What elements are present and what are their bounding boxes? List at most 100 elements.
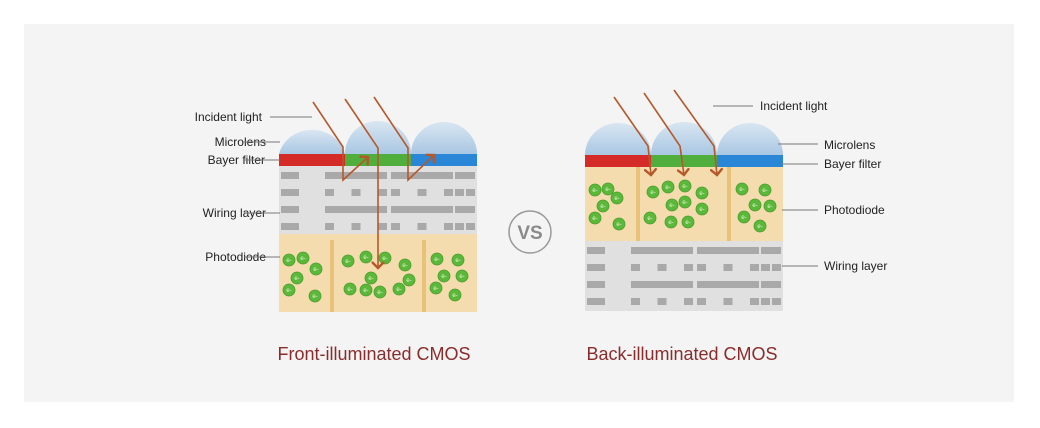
electron-icon: e- <box>398 258 412 272</box>
vs-circle <box>508 210 552 254</box>
svg-text:e-: e- <box>592 188 597 194</box>
wiring-square <box>587 264 596 271</box>
electron-icon: e- <box>610 191 624 205</box>
svg-text:e-: e- <box>402 263 407 269</box>
electron-icon: e- <box>646 185 660 199</box>
front-microlenses <box>279 121 477 154</box>
svg-text:e-: e- <box>614 196 619 202</box>
back-photodiode: e-e-e-e-e-e-e-e-e-e-e-e-e-e-e-e-e-e-e-e-… <box>585 167 783 241</box>
svg-text:e-: e- <box>294 276 299 282</box>
svg-text:e-: e- <box>347 287 352 293</box>
wiring-bar <box>325 172 387 179</box>
wiring-square <box>723 264 733 271</box>
svg-text:e-: e- <box>647 216 652 222</box>
svg-text:e-: e- <box>682 200 687 206</box>
electron-icon: e- <box>695 186 709 200</box>
wiring-square <box>391 189 400 196</box>
wiring-bar <box>455 206 475 213</box>
electron-icon: e- <box>695 202 709 216</box>
wiring-square <box>761 298 770 305</box>
electron-icon: e- <box>737 210 751 224</box>
electron-icon: e- <box>455 269 469 283</box>
front-labels: Incident light Microlens Bayer filter Wi… <box>195 110 312 264</box>
electron-icon: e- <box>758 183 772 197</box>
microlens <box>345 121 411 154</box>
wiring-square <box>417 189 427 196</box>
filter-red <box>585 155 651 167</box>
svg-text:e-: e- <box>699 207 704 213</box>
wiring-square <box>750 298 759 305</box>
filter-green <box>651 155 717 167</box>
wiring-bar <box>631 247 693 254</box>
wiring-bar <box>761 247 781 254</box>
microlens <box>717 123 783 155</box>
svg-text:e-: e- <box>406 278 411 284</box>
svg-text:e-: e- <box>669 203 674 209</box>
svg-text:e-: e- <box>699 191 704 197</box>
electron-icon: e- <box>748 198 762 212</box>
electron-icon: e- <box>612 217 626 231</box>
electron-icon: e- <box>430 252 444 266</box>
wiring-square <box>657 298 667 305</box>
electron-icon: e- <box>665 198 679 212</box>
svg-text:e-: e- <box>665 185 670 191</box>
electron-icon: e- <box>296 251 310 265</box>
electron-icon: e- <box>448 288 462 302</box>
electron-icon: e- <box>643 211 657 225</box>
svg-text:e-: e- <box>592 216 597 222</box>
svg-text:e-: e- <box>762 188 767 194</box>
electron-icon: e- <box>735 182 749 196</box>
pixel-divider <box>636 167 640 241</box>
wiring-square <box>466 223 475 230</box>
back-labels: Incident light Microlens Bayer filter Ph… <box>713 99 887 273</box>
svg-text:e-: e- <box>441 274 446 280</box>
electron-icon: e- <box>588 183 602 197</box>
electron-icon: e- <box>451 253 465 267</box>
label-wiring-layer: Wiring layer <box>203 206 266 220</box>
svg-text:e-: e- <box>682 184 687 190</box>
light-ray <box>643 92 684 175</box>
light-ray <box>344 98 378 268</box>
light-ray <box>613 96 651 175</box>
electron-icon: e- <box>290 271 304 285</box>
wiring-square <box>587 298 596 305</box>
label-bayer-filter: Bayer filter <box>824 157 881 171</box>
electron-icon: e- <box>282 283 296 297</box>
wiring-square <box>631 298 640 305</box>
electron-icon: e- <box>392 282 406 296</box>
front-light-rays <box>312 96 434 268</box>
wiring-square <box>281 189 290 196</box>
wiring-square <box>455 189 464 196</box>
wiring-square <box>596 264 605 271</box>
wiring-square <box>697 264 706 271</box>
svg-text:e-: e- <box>313 267 318 273</box>
wiring-square <box>466 189 475 196</box>
svg-text:e-: e- <box>345 259 350 265</box>
svg-text:e-: e- <box>312 294 317 300</box>
wiring-square <box>723 298 733 305</box>
label-microlens: Microlens <box>824 138 875 152</box>
svg-text:e-: e- <box>459 274 464 280</box>
svg-text:e-: e- <box>433 286 438 292</box>
electron-icon: e- <box>753 219 767 233</box>
back-illuminated-diagram: e-e-e-e-e-e-e-e-e-e-e-e-e-e-e-e-e-e-e-e-… <box>585 89 887 364</box>
electron-icon: e- <box>763 199 777 213</box>
wiring-square <box>684 264 693 271</box>
pixel-divider <box>727 167 731 241</box>
wiring-square <box>391 223 400 230</box>
svg-text:e-: e- <box>396 287 401 293</box>
front-caption: Front-illuminated CMOS <box>277 344 470 364</box>
svg-text:e-: e- <box>377 290 382 296</box>
electron-icon: e- <box>429 281 443 295</box>
pixel-divider <box>422 240 426 312</box>
wiring-square <box>750 264 759 271</box>
wiring-bar <box>631 281 693 288</box>
back-wiring-layer <box>585 241 783 311</box>
electron-icon: e- <box>373 285 387 299</box>
electron-icon: e- <box>359 250 373 264</box>
electron-icon: e- <box>341 254 355 268</box>
microlens <box>279 129 345 154</box>
electron-icon: e- <box>601 182 615 196</box>
wiring-square <box>290 189 299 196</box>
electron-icon: e- <box>661 180 675 194</box>
